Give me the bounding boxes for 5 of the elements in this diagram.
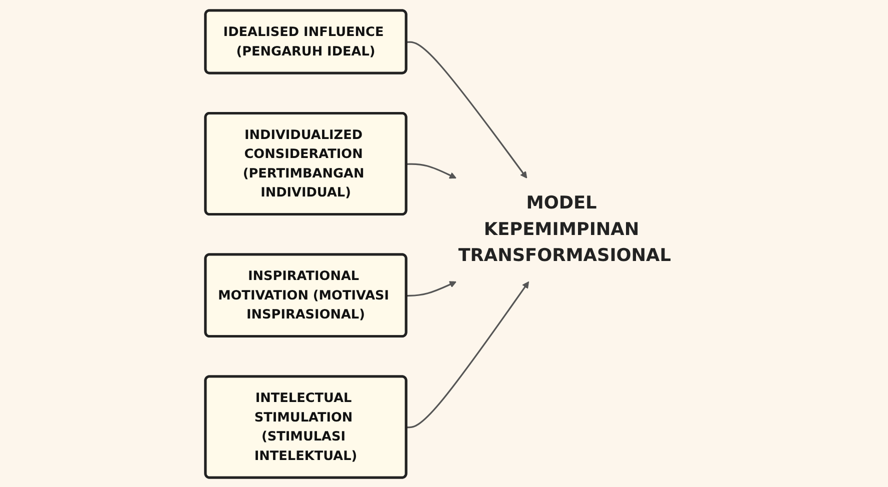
arrow	[406, 40, 527, 178]
node-text: MODEL KEPEMIMPINAN TRANSFORMASIONAL	[458, 192, 671, 266]
arrow	[406, 280, 456, 296]
arrow	[406, 162, 456, 178]
arrow	[406, 280, 529, 428]
